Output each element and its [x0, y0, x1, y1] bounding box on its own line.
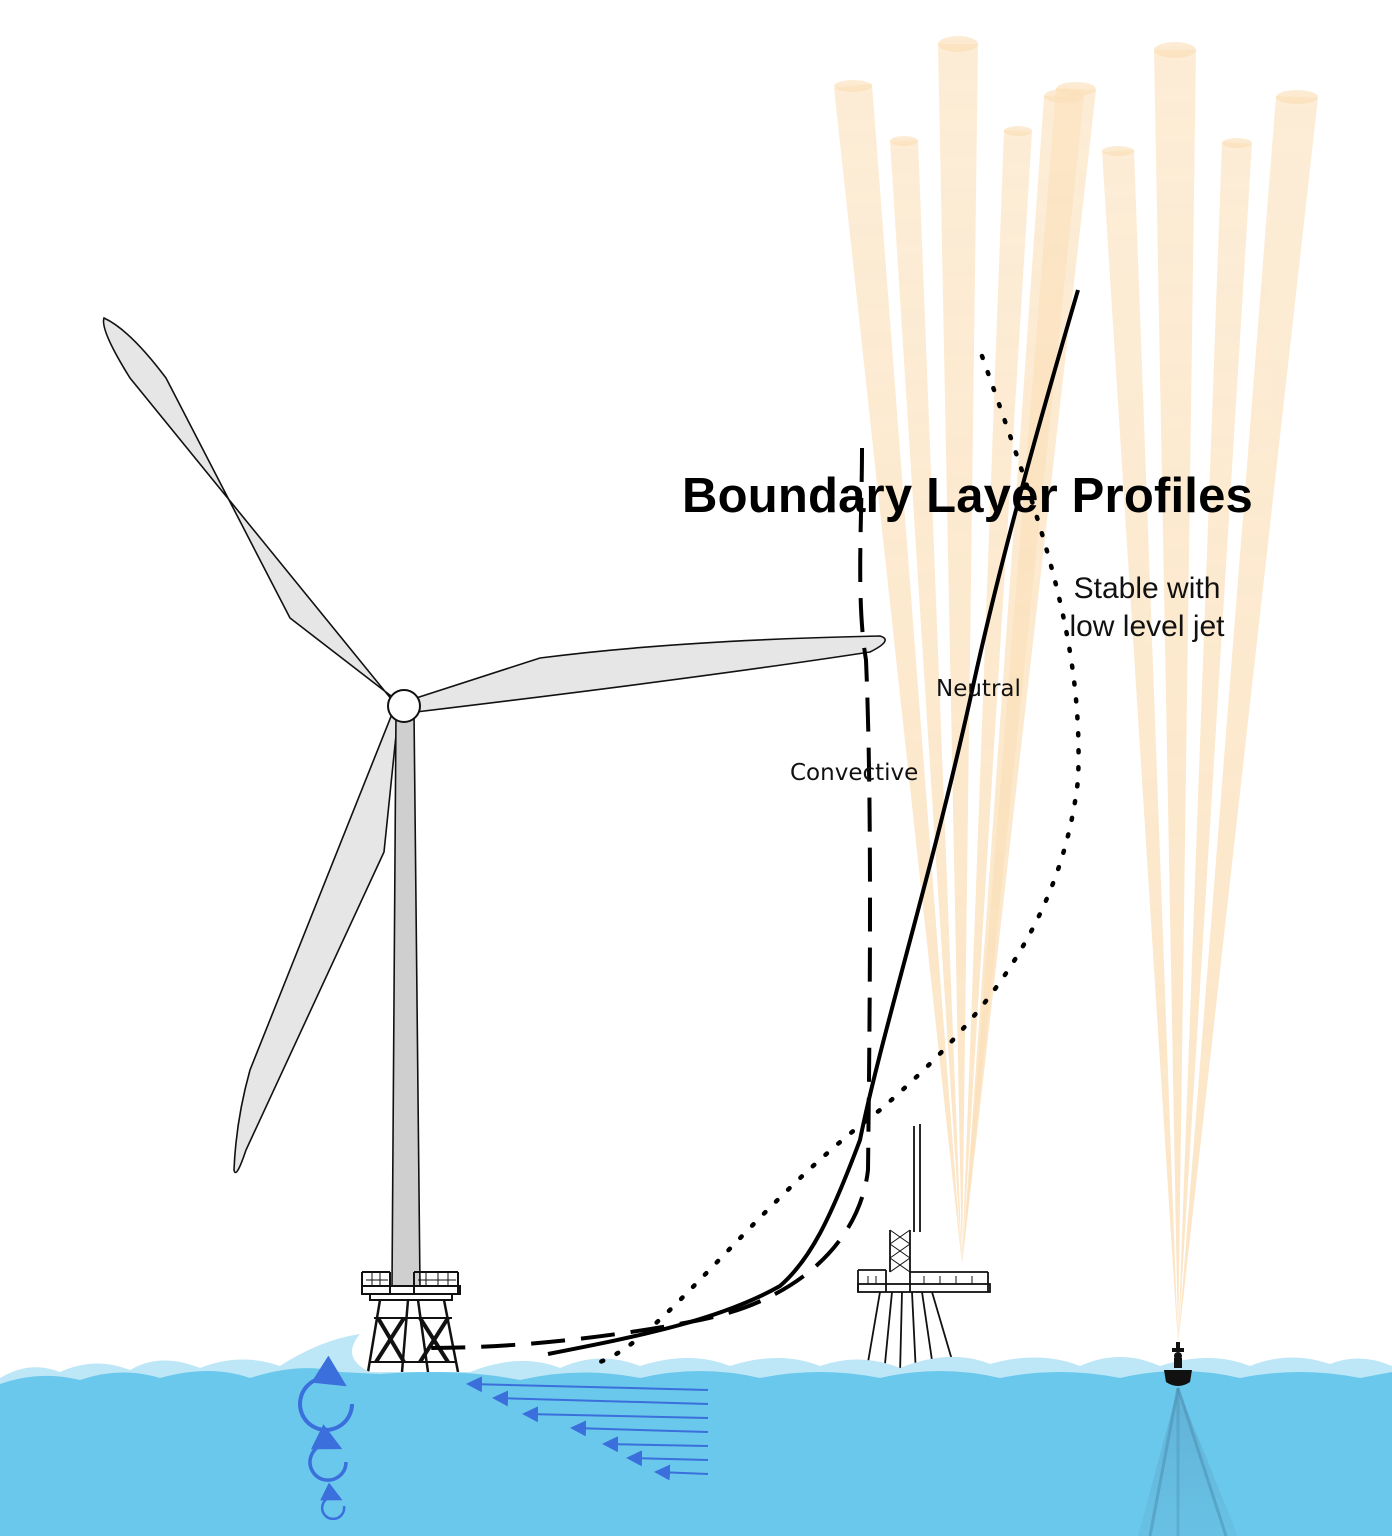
label-stable-llj: Stable with low level jet — [1052, 570, 1242, 646]
turbine-blade-upper — [102, 316, 405, 707]
buoy-sonar-cone — [1138, 1387, 1238, 1536]
eddy-small-icon — [320, 1482, 346, 1521]
turbine-jacket-foundation — [361, 1271, 461, 1373]
label-stable-line1: Stable with — [1073, 572, 1221, 605]
lidar-buoy — [1164, 1342, 1192, 1386]
eddy-large-icon — [298, 1355, 354, 1432]
platform-lidar-beams — [834, 36, 1096, 1265]
turbine-hub — [387, 689, 421, 723]
wind-turbine-tower — [387, 689, 421, 1287]
ocean-current-arrows — [466, 1376, 709, 1481]
label-stable-line2: low level jet — [1069, 610, 1225, 643]
profile-convective-line — [429, 447, 872, 1350]
profile-neutral-line — [547, 289, 1080, 1356]
label-convective: Convective — [790, 760, 919, 786]
buoy-lidar-beams — [1102, 42, 1318, 1345]
profile-stable-line — [597, 353, 1081, 1365]
wind-turbine-rotor — [102, 316, 886, 1174]
met-mast-platform — [857, 1124, 991, 1375]
ocean-eddies — [298, 1355, 354, 1521]
label-neutral: Neutral — [936, 676, 1021, 702]
sea-surface — [0, 1334, 1392, 1536]
turbine-blade-lower — [233, 713, 399, 1174]
turbine-blade-right — [408, 635, 886, 713]
diagram-title: Boundary Layer Profiles — [682, 469, 1253, 523]
boundary-layer-profiles — [429, 289, 1081, 1365]
eddy-medium-icon — [308, 1424, 348, 1482]
